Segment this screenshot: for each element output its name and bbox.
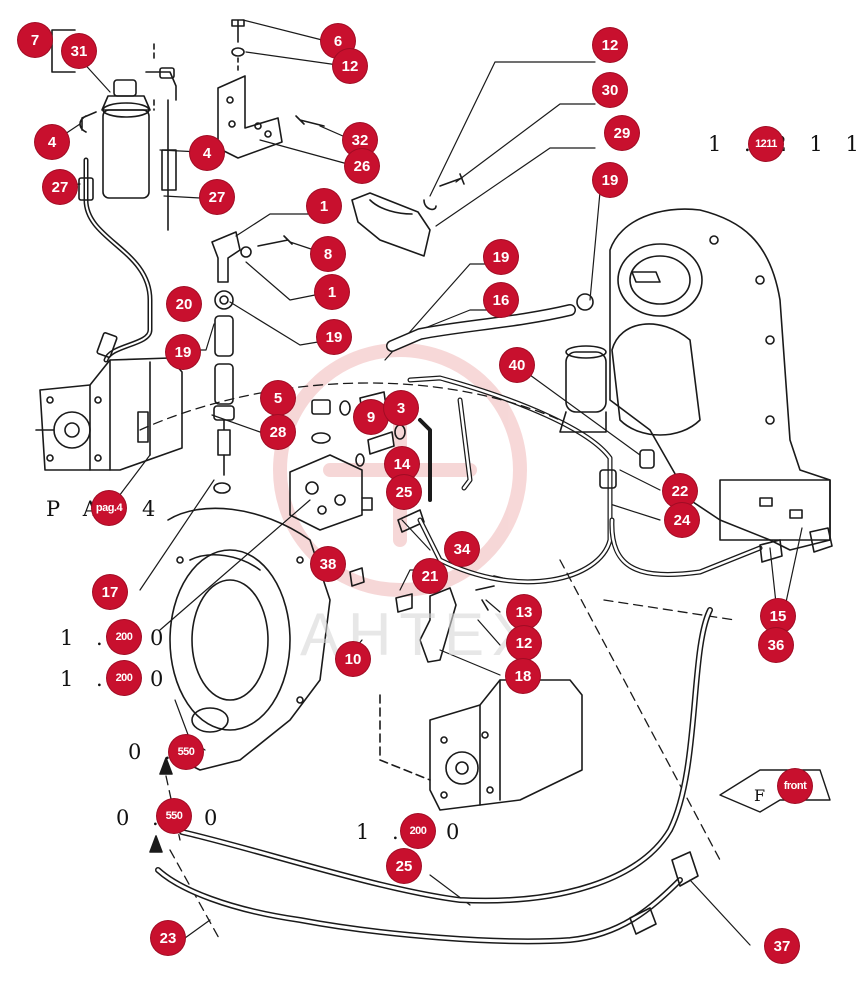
callout-17[interactable]: 17	[93, 575, 127, 609]
callout-pag4[interactable]: pag.4	[92, 491, 126, 525]
callout-3[interactable]: 3	[384, 391, 418, 425]
callout-19[interactable]: 19	[484, 240, 518, 274]
callout-30[interactable]: 30	[593, 73, 627, 107]
callout-36[interactable]: 36	[759, 628, 793, 662]
bottom-pump	[379, 679, 583, 811]
ref-text: 0 .	[128, 740, 179, 764]
hose-20	[213, 290, 235, 494]
filter-assembly	[51, 29, 177, 231]
callout-25[interactable]: 25	[387, 849, 421, 883]
callout-20[interactable]: 20	[167, 287, 201, 321]
callout-4[interactable]: 4	[35, 125, 69, 159]
front-arrow	[719, 769, 831, 813]
left-pump	[35, 357, 183, 471]
callout-200[interactable]: 200	[107, 620, 141, 654]
ref-text: 4	[142, 497, 164, 521]
callout-18[interactable]: 18	[506, 659, 540, 693]
callout-1[interactable]: 1	[315, 275, 349, 309]
callout-12[interactable]: 12	[593, 28, 627, 62]
callout-550[interactable]: 550	[169, 735, 203, 769]
callout-10[interactable]: 10	[336, 642, 370, 676]
callout-200[interactable]: 200	[107, 661, 141, 695]
elbow-fitting-1	[211, 231, 293, 283]
ref-text: 0 .	[116, 806, 167, 830]
callout-8[interactable]: 8	[311, 237, 345, 271]
callout-21[interactable]: 21	[413, 559, 447, 593]
callout-19[interactable]: 19	[317, 320, 351, 354]
callout-31[interactable]: 31	[62, 34, 96, 68]
callout-16[interactable]: 16	[484, 283, 518, 317]
callout-37[interactable]: 37	[765, 929, 799, 963]
flow-arrows	[149, 757, 173, 853]
callout-12[interactable]: 12	[333, 49, 367, 83]
callout-1[interactable]: 1	[307, 189, 341, 223]
valve-block	[289, 454, 373, 531]
hose-27	[83, 157, 153, 363]
callout-19[interactable]: 19	[166, 335, 200, 369]
callout-15[interactable]: 15	[761, 599, 795, 633]
callout-7[interactable]: 7	[18, 23, 52, 57]
callout-12[interactable]: 12	[507, 626, 541, 660]
bracket-26	[217, 19, 325, 159]
callout-13[interactable]: 13	[507, 595, 541, 629]
callout-22[interactable]: 22	[663, 474, 697, 508]
callout-200[interactable]: 200	[401, 814, 435, 848]
ref-text: 0	[446, 820, 468, 844]
callout-550[interactable]: 550	[157, 799, 191, 833]
callout-9[interactable]: 9	[354, 400, 388, 434]
callout-24[interactable]: 24	[665, 503, 699, 537]
ref-text: 0	[150, 626, 172, 650]
callout-4[interactable]: 4	[190, 136, 224, 170]
callout-19[interactable]: 19	[593, 163, 627, 197]
gearbox-housing	[559, 208, 833, 563]
ref-text: P A	[46, 497, 106, 521]
ref-text: 1 . 2 1 1	[708, 132, 860, 156]
callout-29[interactable]: 29	[605, 116, 639, 150]
ref-text: 0	[204, 806, 226, 830]
callout-27[interactable]: 27	[200, 180, 234, 214]
callout-28[interactable]: 28	[261, 415, 295, 449]
callout-front[interactable]: front	[778, 769, 812, 803]
clamp-29	[351, 173, 465, 257]
callout-40[interactable]: 40	[500, 348, 534, 382]
ref-text: 0	[150, 667, 172, 691]
callout-26[interactable]: 26	[345, 149, 379, 183]
callout-38[interactable]: 38	[311, 547, 345, 581]
callout-27[interactable]: 27	[43, 170, 77, 204]
transmission-housing	[167, 507, 331, 771]
callout-23[interactable]: 23	[151, 921, 185, 955]
callout-1211[interactable]: 1211	[749, 127, 783, 161]
bracket-18	[419, 587, 457, 663]
callout-5[interactable]: 5	[261, 381, 295, 415]
callout-34[interactable]: 34	[445, 532, 479, 566]
callout-25[interactable]: 25	[387, 475, 421, 509]
